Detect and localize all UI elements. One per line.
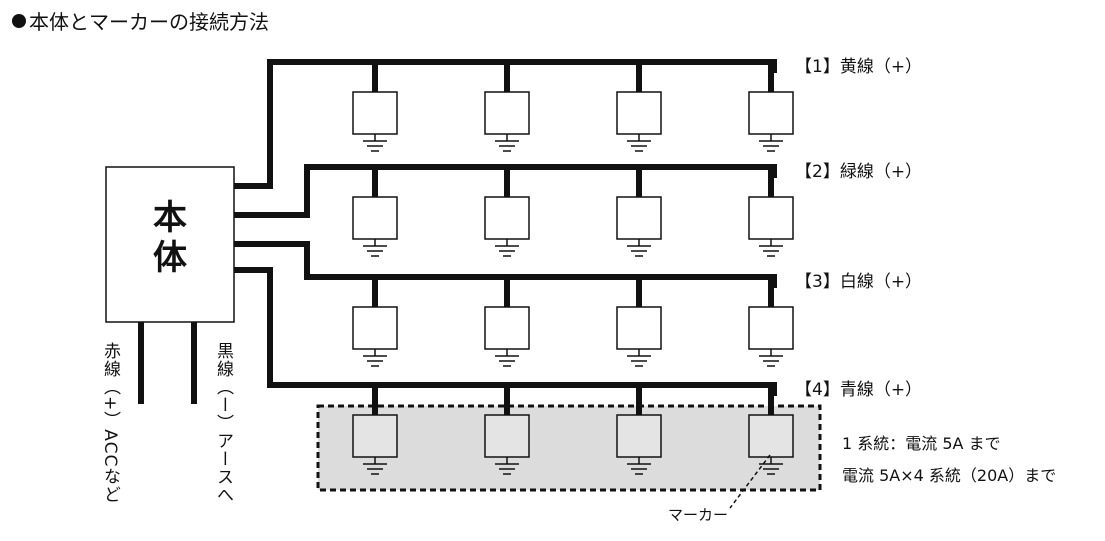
marker-group-highlight [316, 404, 822, 492]
marker-line-2-1 [352, 167, 398, 257]
line-4-label: 【4】青線（+） [795, 380, 923, 400]
marker-line-3-4 [748, 277, 794, 367]
markers-layer [352, 62, 794, 475]
main-unit-label: 本体 [153, 198, 187, 278]
line-3-label: 【3】白線（+） [795, 272, 923, 292]
note-line-1: 1 系統：電流 5A まで [842, 434, 1001, 453]
marker-line-2-2 [484, 167, 530, 257]
marker-line-3-1 [352, 277, 398, 367]
page-title-text: 本体とマーカーの接続方法 [29, 10, 269, 34]
main-unit-box [105, 166, 235, 323]
page-title: 本体とマーカーの接続方法 [12, 6, 269, 35]
marker-line-2-3 [616, 167, 662, 257]
marker-line-1-4 [748, 62, 794, 152]
line-2-label: 【2】緑線（+） [795, 162, 923, 182]
marker-line-4-1 [352, 385, 398, 475]
bullet-icon [12, 13, 26, 28]
note-line-2: 電流 5A×4 系統（20A）まで [842, 466, 1057, 485]
marker-line-4-3 [616, 385, 662, 475]
marker-line-4-4 [748, 385, 794, 475]
marker-callout-label: マーカー [668, 506, 729, 524]
marker-line-2-4 [748, 167, 794, 257]
marker-line-3-3 [616, 277, 662, 367]
marker-line-1-1 [352, 62, 398, 152]
marker-line-1-3 [616, 62, 662, 152]
marker-line-3-2 [484, 277, 530, 367]
marker-line-1-2 [484, 62, 530, 152]
red-wire-label: 赤線（+）ACCなど [100, 342, 120, 504]
marker-line-4-2 [484, 385, 530, 475]
black-wire-label: 黒線（ー）アースへ [213, 342, 233, 504]
line-1-label: 【1】黄線（+） [795, 57, 923, 77]
